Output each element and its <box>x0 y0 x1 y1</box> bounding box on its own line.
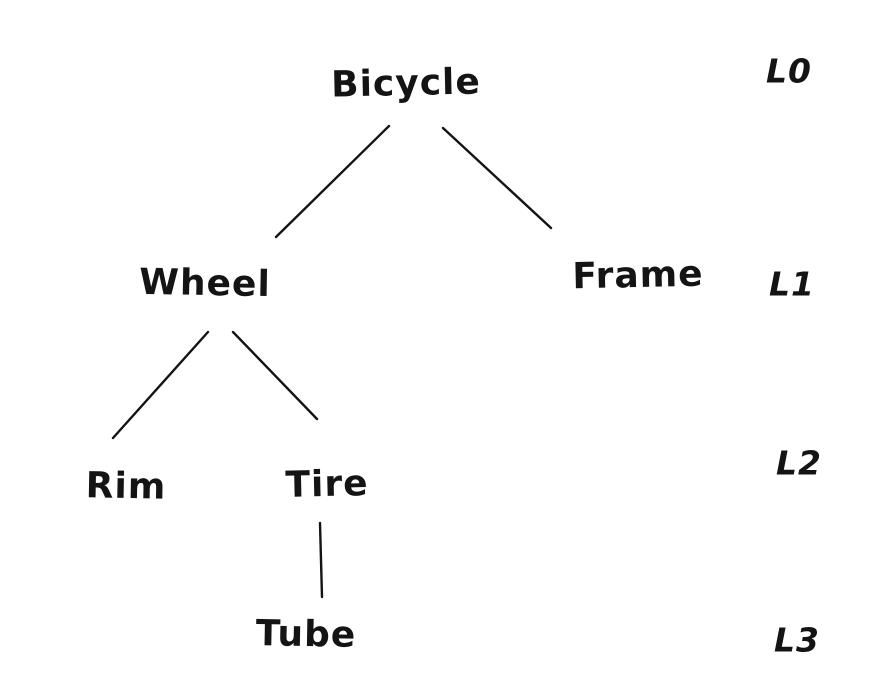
level-label-l0: L0 <box>766 51 812 91</box>
edge-tire-tube <box>318 521 324 599</box>
level-label-l2: L2 <box>776 443 822 483</box>
node-frame: Frame <box>571 253 705 298</box>
node-tube: Tube <box>255 613 357 656</box>
edge-bicycle-wheel <box>274 124 391 239</box>
node-tire: Tire <box>285 463 369 506</box>
edge-bicycle-frame <box>441 126 553 230</box>
node-bicycle: Bicycle <box>330 61 482 106</box>
node-wheel: Wheel <box>138 261 272 306</box>
node-rim: Rim <box>85 465 167 508</box>
edge-wheel-tire <box>231 330 319 421</box>
edge-wheel-rim <box>111 330 210 440</box>
level-label-l3: L3 <box>774 620 820 660</box>
level-label-l1: L1 <box>769 264 815 304</box>
